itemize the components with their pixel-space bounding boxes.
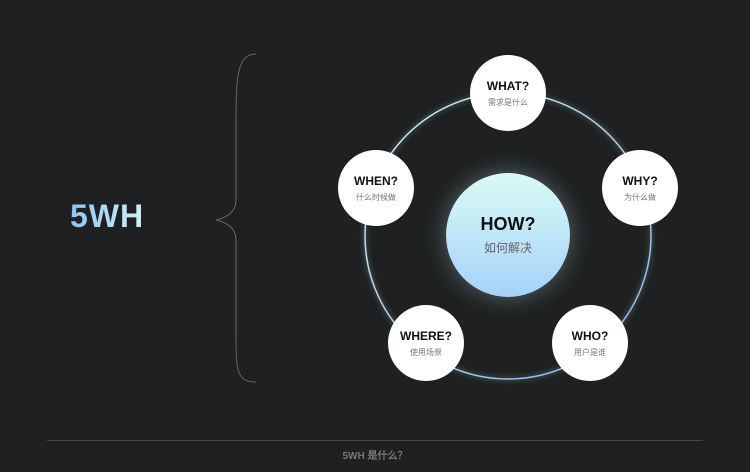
node-when: WHEN? 什么时候做 <box>338 150 414 226</box>
node-title: WHERE? <box>400 328 452 343</box>
caption: 5WH 是什么？ <box>342 451 408 462</box>
center-subtitle: 如何解决 <box>483 241 532 255</box>
node-subtitle: 需求是什么 <box>488 97 528 107</box>
node-subtitle: 什么时候做 <box>356 192 396 202</box>
center-title: HOW? <box>480 214 536 234</box>
center-how: HOW? 如何解决 <box>446 173 570 297</box>
node-where: WHERE? 使用场景 <box>388 305 464 381</box>
node-title: WHO? <box>571 328 609 343</box>
brace <box>215 53 257 383</box>
node-subtitle: 为什么做 <box>624 192 656 202</box>
node-subtitle: 使用场景 <box>410 347 442 357</box>
node-what: WHAT? 需求是什么 <box>470 55 546 131</box>
node-title: WHY? <box>622 173 658 188</box>
main-title: 5WH <box>70 198 145 234</box>
divider <box>47 440 703 441</box>
node-who: WHO? 用户是谁 <box>552 305 628 381</box>
node-subtitle: 用户是谁 <box>574 347 606 357</box>
node-title: WHAT? <box>486 78 530 93</box>
node-why: WHY? 为什么做 <box>602 150 678 226</box>
node-title: WHEN? <box>354 173 398 188</box>
